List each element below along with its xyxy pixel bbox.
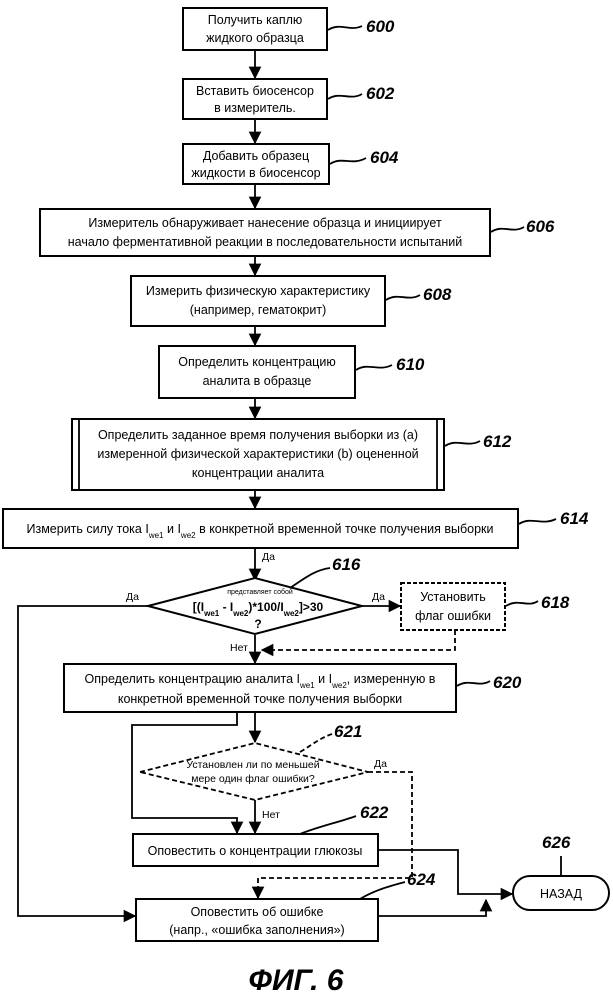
ref-614: 614 — [560, 509, 589, 528]
leader-616 — [290, 568, 330, 588]
ref-616: 616 — [332, 555, 361, 574]
ref-608: 608 — [423, 285, 452, 304]
step-624-line2: (напр., «ошибка заполнения») — [169, 923, 344, 937]
label-no-621: Нет — [262, 809, 280, 821]
decision-616-top: представляет собой — [227, 588, 293, 596]
figure-caption: ФИГ. 6 — [249, 964, 344, 997]
arrow-618-back — [262, 630, 455, 650]
label-yes-614: Да — [262, 551, 275, 563]
arrow-616-yes-to-624 — [18, 606, 148, 916]
ref-612: 612 — [483, 432, 512, 451]
leader-600 — [328, 26, 362, 30]
ref-621: 621 — [334, 722, 362, 741]
decision-621-line2: мере один флаг ошибки? — [191, 773, 315, 785]
step-606-line2: начало ферментативной реакции в последов… — [68, 235, 462, 249]
leader-608 — [386, 295, 420, 300]
decision-621 — [140, 743, 368, 800]
step-626-label: НАЗАД — [540, 887, 583, 901]
decision-621-line1: Установлен ли по меньшей — [186, 759, 319, 771]
leader-620 — [457, 681, 490, 686]
leader-618 — [506, 601, 538, 606]
step-610-box — [159, 346, 355, 398]
step-602-line2: в измеритель. — [214, 101, 296, 115]
step-602-line1: Вставить биосенсор — [196, 84, 314, 98]
step-612-line1: Определить заданное время получения выбо… — [98, 428, 418, 442]
leader-621 — [300, 734, 332, 752]
step-600-line1: Получить каплю — [208, 13, 303, 27]
step-610-line2: аналита в образце — [203, 374, 312, 388]
label-yes-616-left: Да — [126, 591, 139, 603]
arrow-622-to-626 — [378, 850, 512, 894]
leader-622 — [300, 816, 356, 834]
ref-606: 606 — [526, 217, 555, 236]
arrow-624-to-626 — [378, 900, 486, 916]
ref-624: 624 — [407, 870, 436, 889]
step-610-line1: Определить концентрацию — [178, 355, 335, 369]
leader-602 — [328, 94, 362, 99]
step-604-line2: жидкости в биосенсор — [191, 166, 320, 180]
step-618-line2: флаг ошибки — [415, 609, 491, 623]
ref-600: 600 — [366, 17, 395, 36]
label-yes-616-right: Да — [372, 591, 385, 603]
ref-618: 618 — [541, 593, 570, 612]
step-600-line2: жидкого образца — [206, 31, 304, 45]
step-606-line1: Измеритель обнаруживает нанесение образц… — [88, 216, 442, 230]
ref-622: 622 — [360, 803, 389, 822]
step-604-line1: Добавить образец — [203, 149, 309, 163]
step-620-line2: конкретной временной точке получения выб… — [118, 692, 402, 706]
step-624-line1: Оповестить об ошибке — [191, 905, 324, 919]
step-608-line2: (например, гематокрит) — [190, 303, 327, 317]
leader-612 — [445, 441, 480, 446]
leader-604 — [330, 158, 366, 164]
step-612-line2: измеренной физической характеристики (b)… — [97, 447, 418, 461]
step-622-line1: Оповестить о концентрации глюкозы — [148, 844, 363, 858]
leader-606 — [491, 227, 524, 232]
step-608-line1: Измерить физическую характеристику — [146, 284, 371, 298]
step-612-line3: концентрации аналита — [192, 466, 324, 480]
ref-620: 620 — [493, 673, 522, 692]
leader-624 — [360, 882, 405, 899]
ref-610: 610 — [396, 355, 425, 374]
label-yes-621: Да — [374, 758, 387, 770]
ref-604: 604 — [370, 148, 399, 167]
decision-616-q: ? — [254, 617, 261, 631]
leader-610 — [356, 365, 392, 370]
ref-626: 626 — [542, 833, 571, 852]
ref-602: 602 — [366, 84, 395, 103]
leader-614 — [519, 519, 556, 524]
label-no-616: Нет — [230, 642, 248, 654]
step-618-line1: Установить — [420, 590, 486, 604]
